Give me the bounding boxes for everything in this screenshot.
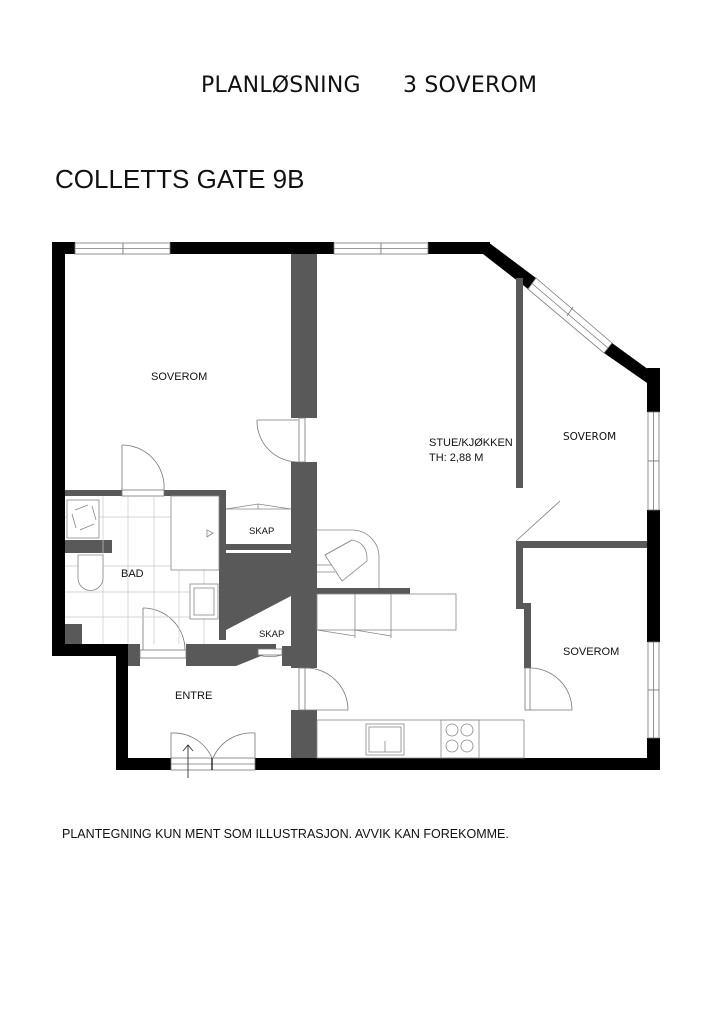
doors bbox=[121, 417, 573, 771]
room-label-entrance: ENTRE bbox=[175, 690, 212, 702]
room-label-bedroom-se: SOVEROM bbox=[563, 646, 619, 658]
kitchen-counter bbox=[316, 719, 525, 759]
diagonal-wall bbox=[483, 242, 536, 289]
ceiling-height-label: TH: 2,88 M bbox=[429, 452, 483, 464]
plan-label: PLANLØSNING bbox=[201, 73, 361, 98]
interior-walls bbox=[65, 254, 647, 758]
room-label-bathroom: BAD bbox=[121, 568, 144, 580]
disclaimer-text: PLANTEGNING KUN MENT SOM ILLUSTRASJON. A… bbox=[62, 827, 509, 841]
stove-icon bbox=[440, 719, 480, 759]
room-label-closet-lower: SKAP bbox=[259, 629, 284, 640]
room-label-bedroom-nw: SOVEROM bbox=[151, 371, 207, 383]
furniture-stairs bbox=[316, 529, 457, 638]
kitchen-sink-icon bbox=[365, 723, 405, 756]
windows bbox=[74, 242, 660, 739]
diagonal-wall-lower bbox=[604, 343, 660, 392]
bedrooms-label: 3 SOVEROM bbox=[403, 73, 538, 98]
closet-upper-detail bbox=[225, 503, 292, 510]
bathroom-fixtures bbox=[66, 495, 220, 620]
washer-icon bbox=[66, 499, 100, 539]
room-label-bedroom-ne: SOVEROM bbox=[563, 431, 616, 443]
room-label-closet-upper: SKAP bbox=[249, 526, 274, 537]
address-heading: COLLETTS GATE 9B bbox=[55, 164, 305, 194]
entry-arrow-icon bbox=[182, 744, 194, 778]
room-label-living-kitchen: STUE/KJØKKEN bbox=[429, 437, 513, 449]
toilet-icon bbox=[77, 554, 104, 591]
